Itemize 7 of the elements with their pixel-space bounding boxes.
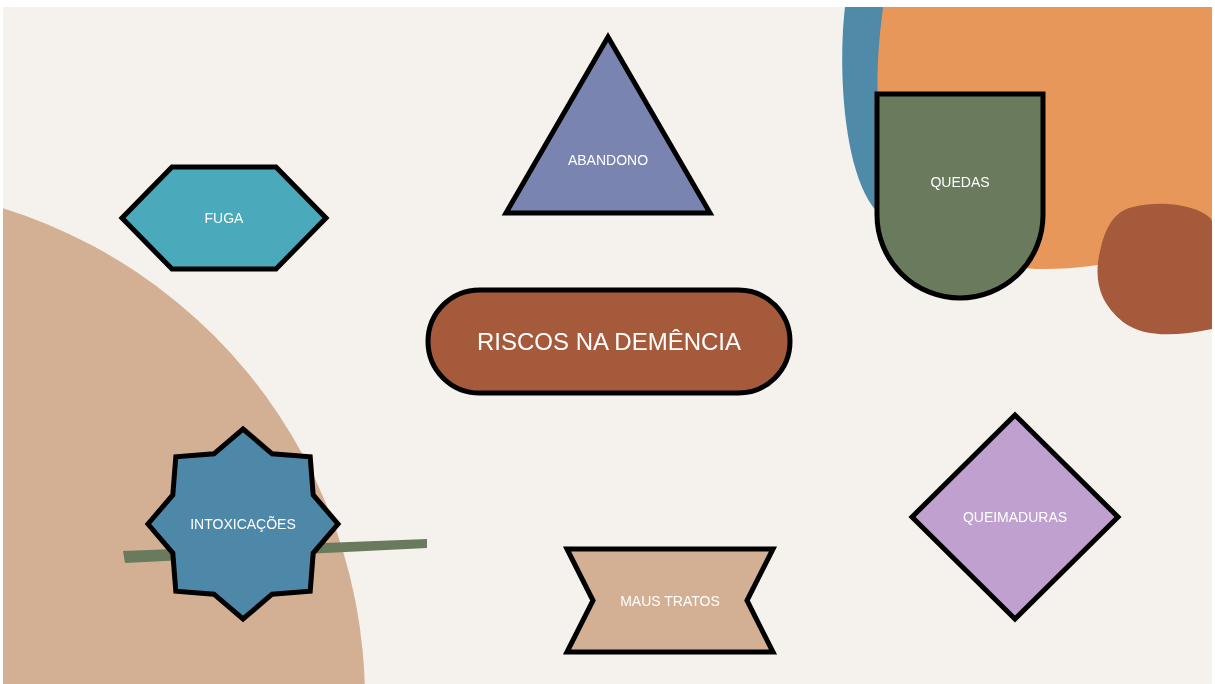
node-label: QUEDAS [930, 173, 990, 190]
node-label: INTOXICAÇÕES [190, 516, 296, 532]
node-label: ABANDONO [567, 152, 649, 169]
node-label: QUEIMADURAS [962, 509, 1068, 525]
node-label: RISCOS NA DEMÊNCIA [477, 327, 741, 356]
node-label: MAUS TRATOS [620, 592, 720, 609]
node-label: FUGA [204, 210, 244, 226]
